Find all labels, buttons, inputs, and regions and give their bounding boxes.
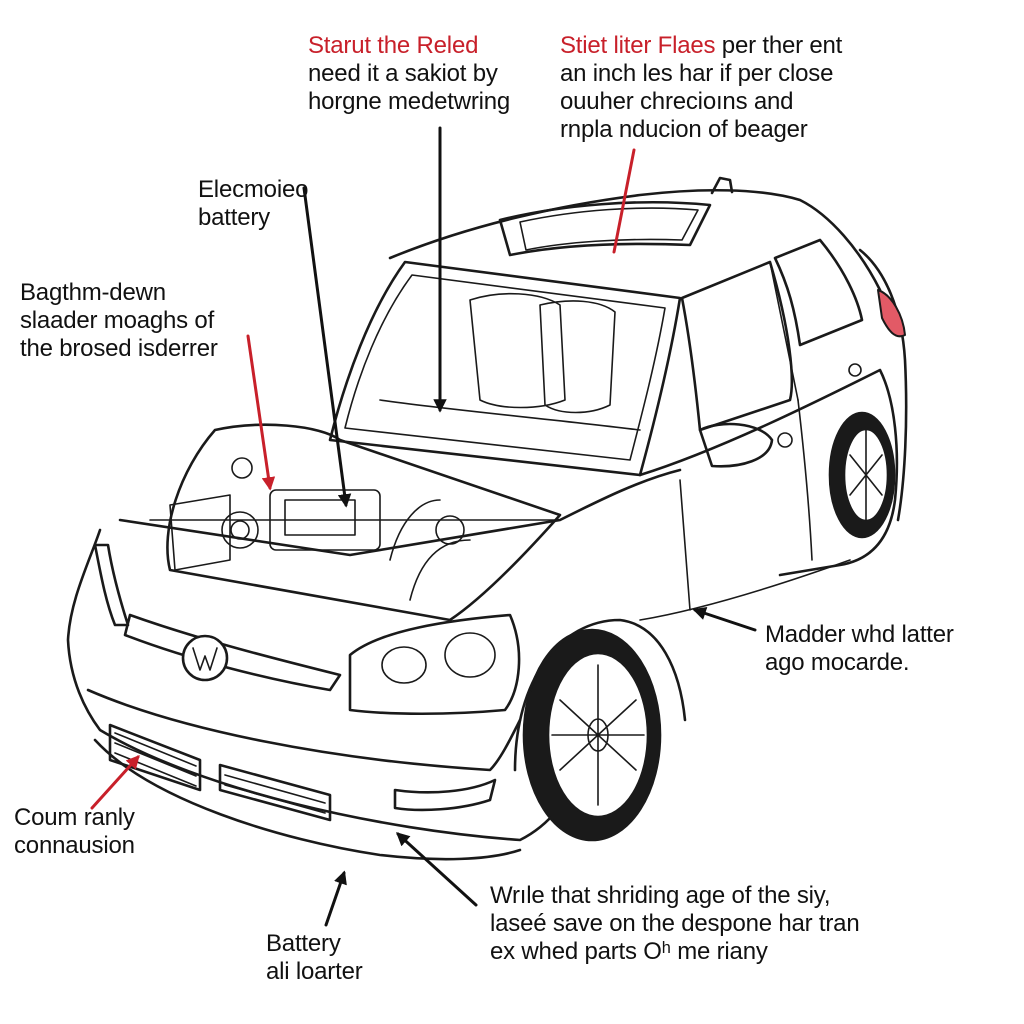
callout-left-middle-line: the brosed isderrer [20,335,218,362]
taillight [877,289,906,338]
callout-bottom-right: Wrıle that shriding age of the siy, lase… [490,882,860,966]
door-line-rear [797,399,813,561]
callout-top-right-first-line: Stiet liter Flaes per ther ent [560,32,842,60]
callout-top-right: Stiet liter Flaes per ther ent an inch l… [560,32,842,144]
sunroof [498,200,712,257]
rear-side-window [773,238,864,347]
side-mirror [698,422,774,468]
callout-bottom-left-line: Coum ranly [14,804,135,831]
callout-bottom-right-line: ex whed parts Oʰ me riany [490,938,768,965]
lower-grille-right [218,763,332,822]
callout-top-center: Starut the Reled need it a sakiot by hor… [308,32,510,116]
roof-outline [388,188,882,292]
sunroof-inner [519,207,699,251]
fog-light [393,778,497,812]
rear-rim-spokes [849,429,883,521]
arrow-top-right [612,148,636,254]
front-hub [587,718,609,752]
door-handle-front [777,432,793,448]
reservoir-cap-2 [231,457,253,479]
callout-top-right-red: Stiet liter Flaes [560,32,716,59]
arrow-right-side [692,607,757,632]
callout-bottom-battery-line: ali loarter [266,958,363,985]
callout-right-side: Madder whd latter ago mocarde. [765,621,954,677]
sill-line [639,559,851,621]
door-handle-rear [848,363,862,377]
arrow-battery-upper [302,186,352,508]
roof-antenna [710,176,734,195]
callout-left-middle-line: slaader moaghs of [20,307,215,334]
callout-bottom-battery-line: Battery [266,930,341,957]
rear-quarter [858,248,908,522]
arrow-bottom-battery [324,870,347,927]
headlight-lens-2 [444,632,496,678]
callout-bottom-left-line: connausion [14,832,135,859]
callout-battery-upper-line: battery [198,204,270,231]
callout-bottom-right-line: Wrıle that shriding age of the siy, [490,882,831,909]
seat-right [539,300,616,414]
front-fascia [66,528,592,842]
upper-grille [123,613,342,692]
vw-logo-mark [192,647,218,671]
headlight-left [93,543,130,627]
callout-right-side-line: ago mocarde. [765,649,910,676]
seat-left [469,292,566,409]
front-wheel-arch [513,618,687,772]
callout-bottom-left: Coum ranly connausion [14,804,135,860]
headlight-lens-1 [381,646,427,684]
callout-top-right-line: ouuher chrecioıns and [560,88,794,115]
headlight-right [348,613,521,716]
callout-top-right-line: an inch les har if per close [560,60,834,87]
hood-front-edge [118,468,682,557]
callout-bottom-right-line: laseé save on the despone har tran [490,910,860,937]
b-pillar [769,261,799,401]
battery-cells [284,499,356,536]
callout-top-right-line: rnpla nducion of beager [560,116,808,143]
callout-top-right-rest: per ther ent [715,32,843,59]
body-side [638,368,899,577]
callout-left-middle: Bagthm-dewn slaader moaghs of the brosed… [20,279,218,363]
callout-top-center-line: need it a sakiot by [308,60,498,87]
bumper-line [86,688,522,772]
callout-bottom-battery: Battery ali loarter [266,930,363,986]
lower-grille [108,723,202,792]
engine-bay-outline [166,423,562,622]
callout-battery-upper-line: Elecmoieo [198,176,309,203]
bumper-bottom [93,738,522,861]
arrow-left-middle [246,334,276,491]
callout-top-center-line: horgne medetwring [308,88,511,115]
callout-right-side-line: Madder whd latter [765,621,954,648]
car-drawing [66,176,908,861]
callout-top-center-red: Starut the Reled [308,32,479,59]
arrow-bottom-left [90,754,140,810]
callout-left-middle-line: Bagthm-dewn [20,279,166,306]
dashboard [379,399,641,431]
windshield-inner [344,274,666,461]
engine-block [169,494,231,571]
front-rim-spokes [551,664,645,806]
engine-cap [221,511,259,549]
arrow-bottom-right [396,832,478,907]
door-line-front [679,479,691,611]
front-side-window [680,260,794,432]
lower-grille-right-slats [224,774,326,814]
lower-grille-slats [114,732,197,787]
engine-hoses [389,499,471,601]
callout-battery-upper: Elecmoieo battery [198,176,308,232]
